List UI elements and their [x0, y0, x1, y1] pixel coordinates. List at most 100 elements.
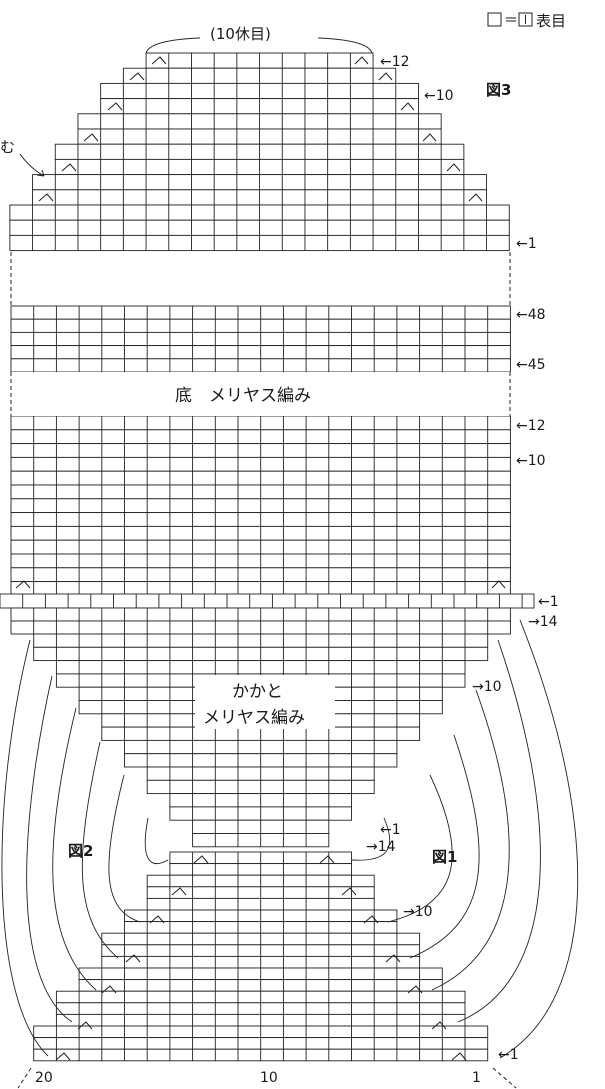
stitch-row — [10, 567, 511, 583]
decrease-marks — [15, 56, 506, 1061]
pickup-curve — [52, 707, 97, 991]
stitch-number-10: 10 — [260, 1070, 278, 1086]
stitch-row — [169, 851, 352, 865]
sole-label: 底 メリヤス編み — [175, 386, 311, 406]
decrease-mark — [319, 855, 335, 864]
dashed-guides — [10, 252, 517, 1089]
rest-note: (10休目) — [210, 25, 271, 43]
pickup-curve — [387, 774, 453, 923]
stitch-row — [54, 143, 465, 160]
legend-label: 表目 — [536, 12, 566, 30]
stitch-row — [9, 234, 510, 252]
stitch-row — [54, 158, 465, 176]
stitch-row — [101, 944, 421, 957]
stitch-row — [10, 498, 511, 514]
decrease-mark — [378, 72, 393, 81]
row-label-toe-12: ←12 — [380, 54, 410, 70]
pickup-curve — [431, 689, 510, 991]
decrease-mark — [491, 580, 506, 589]
stitch-row — [10, 525, 511, 541]
decrease-mark — [341, 887, 357, 896]
stitch-number-1: 1 — [472, 1070, 481, 1086]
stitch-row — [192, 819, 330, 834]
decrease-mark — [125, 954, 141, 963]
decrease-mark — [385, 954, 401, 963]
pickup-curve — [108, 774, 141, 923]
stitch-row — [10, 429, 511, 445]
decrease-mark — [354, 56, 369, 65]
decrease-mark — [171, 887, 187, 896]
decrease-mark — [77, 1021, 93, 1030]
stitch-row — [33, 646, 489, 662]
stitch-row — [55, 990, 466, 1004]
stitch-row — [146, 897, 375, 911]
stitch-row — [10, 539, 511, 555]
stitch-row — [124, 753, 398, 768]
stitch-row — [33, 633, 489, 648]
stitch-row — [10, 620, 511, 635]
legend: ＝ 表目 — [487, 12, 566, 30]
stitch-row — [122, 67, 397, 84]
decrease-mark — [446, 163, 461, 172]
row-label-toe-1: ←1 — [516, 236, 537, 252]
stitch-row — [77, 128, 442, 145]
stitch-row — [192, 833, 330, 848]
side-note-arrow — [19, 153, 45, 177]
row-label-sole-10: ←10 — [516, 453, 546, 469]
stitch-row — [77, 113, 442, 130]
stitch-row — [9, 219, 510, 236]
pickup-curve — [499, 619, 579, 1059]
decrease-mark — [407, 985, 423, 994]
stitch-row — [10, 318, 511, 333]
row-labels: ←12 ←10 ←1 ←48 ←45 ←12 ←10 ←1 →14 →10 ←1… — [366, 54, 559, 1063]
stitch-row — [10, 345, 511, 360]
figure-1-label: 図1 — [432, 848, 457, 866]
stitch-row — [55, 1002, 466, 1015]
stitch-row — [124, 909, 398, 923]
sole-label-bg — [11, 372, 513, 416]
decrease-mark — [400, 102, 415, 111]
side-note: む — [0, 138, 15, 156]
stitch-row — [9, 204, 510, 221]
stitch-row — [169, 863, 352, 876]
stitch-row — [10, 331, 511, 347]
row-label-sole-45: ←45 — [516, 357, 546, 373]
row-label-heel-14: →14 — [528, 614, 558, 630]
figure-3-label: 図3 — [486, 81, 511, 99]
row-label-heel-10b: →10 — [403, 904, 433, 920]
stitch-row — [146, 779, 375, 795]
stitch-row — [78, 967, 443, 981]
stitch-row — [10, 484, 511, 500]
stitch-row — [10, 581, 511, 596]
stitch-row — [33, 1025, 489, 1039]
decrease-mark — [451, 1052, 467, 1061]
row-label-heel-1b: ←1 — [380, 822, 401, 838]
decrease-mark — [129, 72, 145, 81]
decrease-mark — [61, 163, 77, 172]
decrease-mark — [193, 855, 209, 864]
decrease-mark — [38, 193, 54, 202]
side-note-arrowhead — [36, 169, 45, 177]
stitch-row — [146, 766, 375, 781]
stitch-row — [145, 52, 374, 69]
heel-label-line1: かかと — [232, 682, 283, 702]
pickup-curve — [26, 675, 73, 1023]
rest-bracket — [145, 37, 373, 54]
decrease-mark — [107, 102, 123, 111]
row-label-sole-1: ←1 — [538, 594, 559, 610]
heel-label-bg — [195, 675, 335, 729]
stitch-row — [33, 1048, 489, 1062]
stitch-row — [100, 82, 419, 100]
stitch-row — [124, 739, 398, 755]
stitch-row — [0, 593, 535, 609]
legend-equals: ＝ — [504, 13, 518, 29]
stitch-row — [10, 553, 511, 569]
pickup-curve — [457, 639, 541, 1023]
decrease-mark — [149, 915, 165, 924]
decrease-mark — [431, 1021, 447, 1030]
stitch-row — [169, 806, 352, 821]
pickup-curve — [144, 817, 169, 865]
figure-2-label: 図2 — [68, 842, 93, 860]
pickup-curve — [351, 817, 391, 861]
